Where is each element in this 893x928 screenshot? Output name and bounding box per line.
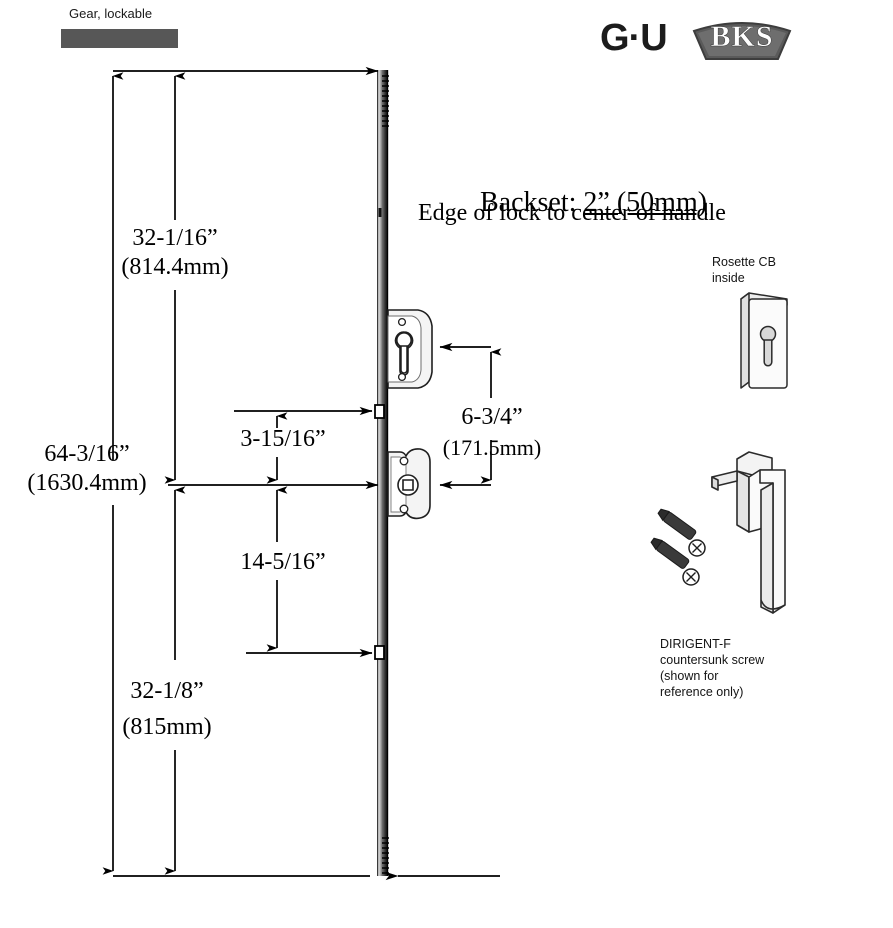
rail-bottom-serration — [382, 837, 389, 874]
screw-label-line2: countersunk screw — [660, 653, 765, 667]
dimension-top-gear-mm: (814.4mm) — [121, 254, 229, 280]
backset-value: 2” (50mm) — [583, 187, 708, 218]
dimension-bottom-inch: 32-1/8” — [130, 678, 204, 704]
screw-label-line1: DIRIGENT-F — [660, 637, 731, 651]
rosette-cb-illustration — [740, 292, 788, 389]
dimension-overall-inch: 64-3/16” — [44, 441, 130, 467]
screw-label-line4: reference only) — [660, 685, 744, 699]
gear-lockable-label: Gear, lockable — [69, 6, 153, 21]
dimension-cylinder-to-spindle-inch: 6-3/4” — [461, 404, 523, 430]
dimension-spindle-to-roller-inch: 14-5/16” — [240, 549, 326, 575]
gu-logo: G·U — [600, 17, 668, 59]
backset-callout: Backset: 2” (50mm) — [452, 155, 707, 251]
bks-logo: BKS — [692, 15, 792, 61]
dimension-upper-roller-inch: 3-15/16” — [240, 426, 326, 452]
roller-cam-upper — [374, 404, 385, 419]
bks-logo-text: BKS — [710, 20, 774, 54]
rosette-label-line2: inside — [712, 271, 745, 285]
dimension-overall-mm: (1630.4mm) — [27, 470, 147, 496]
screw-label-line3: (shown for — [660, 669, 719, 683]
gear-color-swatch — [61, 29, 178, 48]
window-handle-illustration — [711, 451, 786, 614]
handle-spindle-housing — [387, 448, 431, 520]
roller-cam-lower — [374, 645, 385, 660]
cylinder-housing — [387, 309, 433, 389]
rail-top-serration — [382, 75, 389, 127]
bks-logo-shape — [692, 22, 792, 60]
dimension-cylinder-to-spindle-mm: (171.5mm) — [442, 435, 542, 460]
countersunk-screws-illustration — [650, 508, 706, 586]
dimension-top-gear-inch: 32-1/16” — [132, 225, 218, 251]
backset-description: Edge of lock to center of handle — [418, 200, 726, 226]
backset-label: Backset: — [480, 187, 584, 218]
dimension-bottom-mm: (815mm) — [122, 714, 212, 740]
rosette-label-line1: Rosette CB — [712, 255, 776, 269]
